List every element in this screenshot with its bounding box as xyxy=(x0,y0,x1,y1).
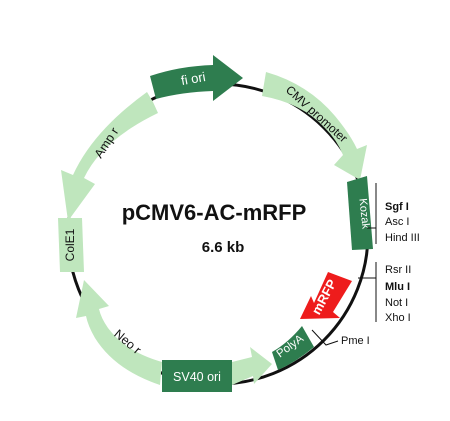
restriction-sites-group-2: Rsr II Mlu I Not I Xho I xyxy=(358,262,411,324)
feature-fi-ori-arrow xyxy=(150,55,243,101)
feature-polya-arrow xyxy=(272,326,314,370)
feature-kozak-label: Kozak xyxy=(356,198,371,230)
feature-neo-r-arrow xyxy=(76,280,162,385)
site-mlu-i: Mlu I xyxy=(385,281,410,293)
feature-kozak-arrow xyxy=(347,176,373,250)
feature-neo-r: Neo r xyxy=(76,280,162,385)
feature-cole1-arrow xyxy=(58,218,84,272)
site-rsr-ii: Rsr II xyxy=(385,264,411,276)
feature-cmv-promoter: CMV promoter xyxy=(262,72,367,180)
feature-cole1: ColE1 xyxy=(58,218,84,272)
feature-cole1-label: ColE1 xyxy=(63,228,77,261)
site-xho-i: Xho I xyxy=(385,312,411,324)
feature-mrfp: mRFP xyxy=(300,272,352,319)
feature-cmv-promoter-label: CMV promoter xyxy=(283,83,350,146)
site-not-i: Not I xyxy=(385,297,408,309)
feature-amp-r-arrow xyxy=(61,92,158,221)
backbone-arrow-segment xyxy=(232,347,272,385)
feature-sv40-ori-label: SV40 ori xyxy=(173,370,221,384)
site-hind-iii: Hind III xyxy=(385,232,420,244)
site-asc-i: Asc I xyxy=(385,216,409,228)
feature-fi-ori: fi ori xyxy=(150,55,243,101)
site-sgf-i: Sgf I xyxy=(385,201,409,213)
feature-cmv-promoter-arrow xyxy=(262,72,367,180)
feature-mrfp-arrow xyxy=(300,272,352,319)
feature-fi-ori-label: fi ori xyxy=(180,69,207,88)
feature-sv40-ori: SV40 ori xyxy=(162,360,232,392)
feature-sv40-ori-arrow xyxy=(162,360,232,392)
feature-kozak: Kozak xyxy=(347,176,373,250)
restriction-sites-group-1: Sgf I Asc I Hind III xyxy=(367,183,420,244)
plasmid-size: 6.6 kb xyxy=(202,239,245,256)
site-pme-i: Pme I xyxy=(341,335,370,347)
plasmid-name: pCMV6-AC-mRFP xyxy=(122,200,307,225)
restriction-site-pme-i: Pme I xyxy=(311,329,370,347)
site-leader-line xyxy=(311,329,339,346)
